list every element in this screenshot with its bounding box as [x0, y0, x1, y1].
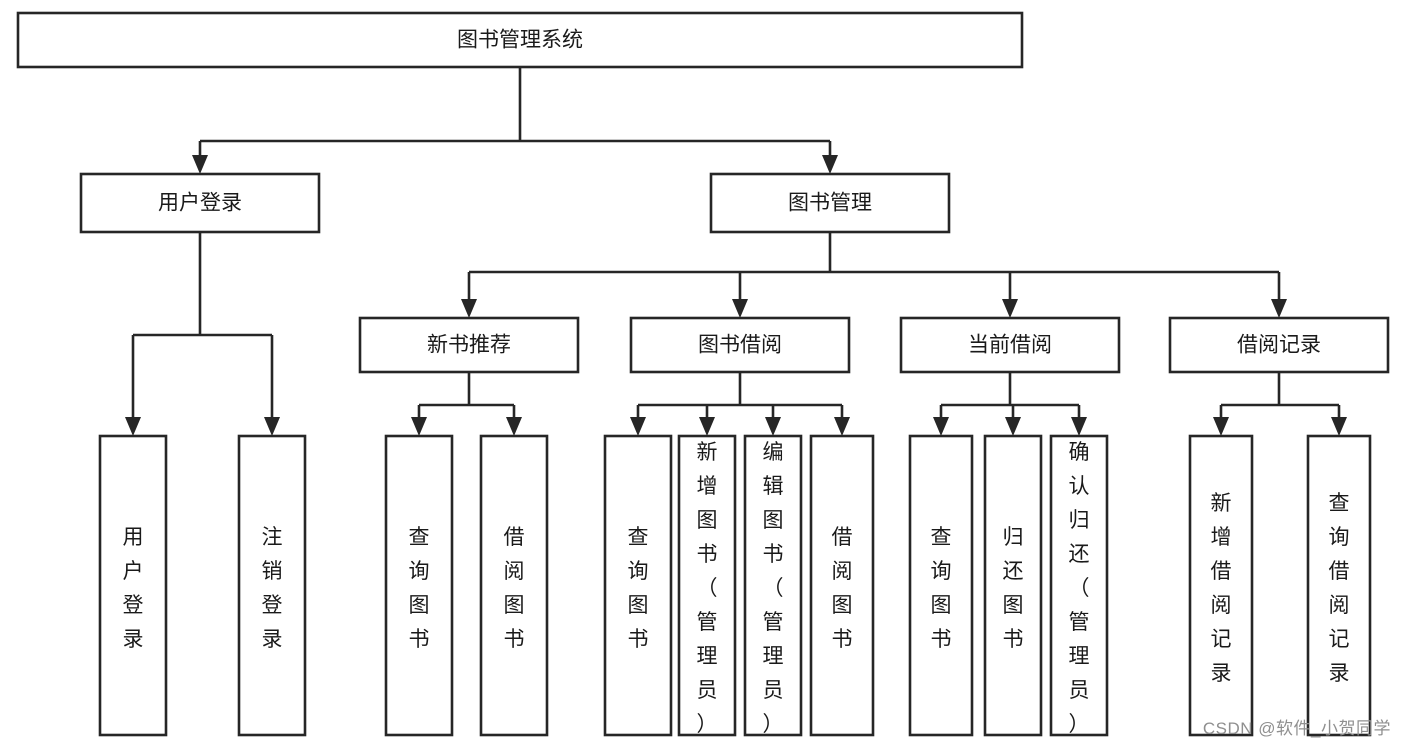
node-label: 查询图书	[628, 526, 649, 651]
node-label: 借阅图书	[832, 526, 853, 651]
node-newbook[interactable]: 新书推荐	[358, 316, 580, 374]
node-box[interactable]	[677, 434, 737, 737]
node-root[interactable]: 图书管理系统	[16, 11, 1024, 69]
arrow-head-icon	[264, 417, 280, 436]
node-label: 新增图书（管理员）	[697, 441, 718, 736]
node-b-query[interactable]: 查询图书	[603, 434, 673, 737]
node-b-edit[interactable]: 编辑图书（管理员）	[743, 434, 803, 737]
node-label: 当前借阅	[968, 334, 1052, 357]
node-box[interactable]	[809, 434, 875, 737]
node-c-confirm[interactable]: 确认归还（管理员）	[1049, 434, 1109, 737]
arrow-head-icon	[765, 417, 781, 436]
node-label: 注销登录	[262, 526, 283, 651]
arrow-head-icon	[699, 417, 715, 436]
node-box[interactable]	[79, 172, 321, 234]
node-c-return[interactable]: 归还图书	[983, 434, 1043, 737]
node-label: 借阅图书	[504, 526, 525, 651]
node-box[interactable]	[908, 434, 974, 737]
node-label: 图书管理系统	[457, 29, 583, 52]
node-box[interactable]	[899, 316, 1121, 374]
arrow-head-icon	[1005, 417, 1021, 436]
arrow-head-icon	[461, 299, 477, 318]
node-current[interactable]: 当前借阅	[899, 316, 1121, 374]
node-box[interactable]	[1306, 434, 1372, 737]
node-r-add[interactable]: 新增借阅记录	[1188, 434, 1254, 737]
node-box[interactable]	[709, 172, 951, 234]
node-l-userlogin[interactable]: 用户登录	[98, 434, 168, 737]
arrow-head-icon	[933, 417, 949, 436]
node-label: 编辑图书（管理员）	[763, 441, 784, 736]
node-box[interactable]	[358, 316, 580, 374]
arrow-head-icon	[834, 417, 850, 436]
node-n-borrow[interactable]: 借阅图书	[479, 434, 549, 737]
node-b-add[interactable]: 新增图书（管理员）	[677, 434, 737, 737]
arrow-head-icon	[822, 155, 838, 174]
node-label: 用户登录	[123, 526, 144, 651]
node-box[interactable]	[1188, 434, 1254, 737]
node-box[interactable]	[16, 11, 1024, 69]
node-login[interactable]: 用户登录	[79, 172, 321, 234]
node-label: 查询图书	[931, 526, 952, 651]
node-label: 归还图书	[1003, 526, 1024, 651]
node-box[interactable]	[98, 434, 168, 737]
arrow-head-icon	[1331, 417, 1347, 436]
node-c-query[interactable]: 查询图书	[908, 434, 974, 737]
node-label: 借阅记录	[1237, 334, 1321, 357]
node-box[interactable]	[237, 434, 307, 737]
node-box[interactable]	[603, 434, 673, 737]
arrow-head-icon	[411, 417, 427, 436]
node-l-logout[interactable]: 注销登录	[237, 434, 307, 737]
arrow-head-icon	[1002, 299, 1018, 318]
arrow-head-icon	[125, 417, 141, 436]
arrow-head-icon	[732, 299, 748, 318]
node-box[interactable]	[384, 434, 454, 737]
node-n-query[interactable]: 查询图书	[384, 434, 454, 737]
node-records[interactable]: 借阅记录	[1168, 316, 1390, 374]
node-label: 图书管理	[788, 192, 872, 215]
arrow-head-icon	[1271, 299, 1287, 318]
node-box[interactable]	[629, 316, 851, 374]
arrow-head-icon	[1071, 417, 1087, 436]
node-r-query[interactable]: 查询借阅记录	[1306, 434, 1372, 737]
node-box[interactable]	[743, 434, 803, 737]
node-box[interactable]	[479, 434, 549, 737]
node-label: 新增借阅记录	[1211, 492, 1232, 685]
arrow-head-icon	[192, 155, 208, 174]
watermark-label: CSDN @软件_小贺同学	[1202, 719, 1391, 738]
node-bookmgmt[interactable]: 图书管理	[709, 172, 951, 234]
node-label: 图书借阅	[698, 334, 782, 357]
node-borrow[interactable]: 图书借阅	[629, 316, 851, 374]
node-b-lend[interactable]: 借阅图书	[809, 434, 875, 737]
node-box[interactable]	[1049, 434, 1109, 737]
node-box[interactable]	[1168, 316, 1390, 374]
arrow-head-icon	[630, 417, 646, 436]
arrow-head-icon	[506, 417, 522, 436]
node-label: 查询图书	[409, 526, 430, 651]
arrow-head-icon	[1213, 417, 1229, 436]
node-box[interactable]	[983, 434, 1043, 737]
node-label: 查询借阅记录	[1329, 492, 1350, 685]
node-label: 新书推荐	[427, 334, 511, 357]
node-label: 确认归还（管理员）	[1069, 441, 1090, 736]
node-label: 用户登录	[158, 192, 242, 215]
